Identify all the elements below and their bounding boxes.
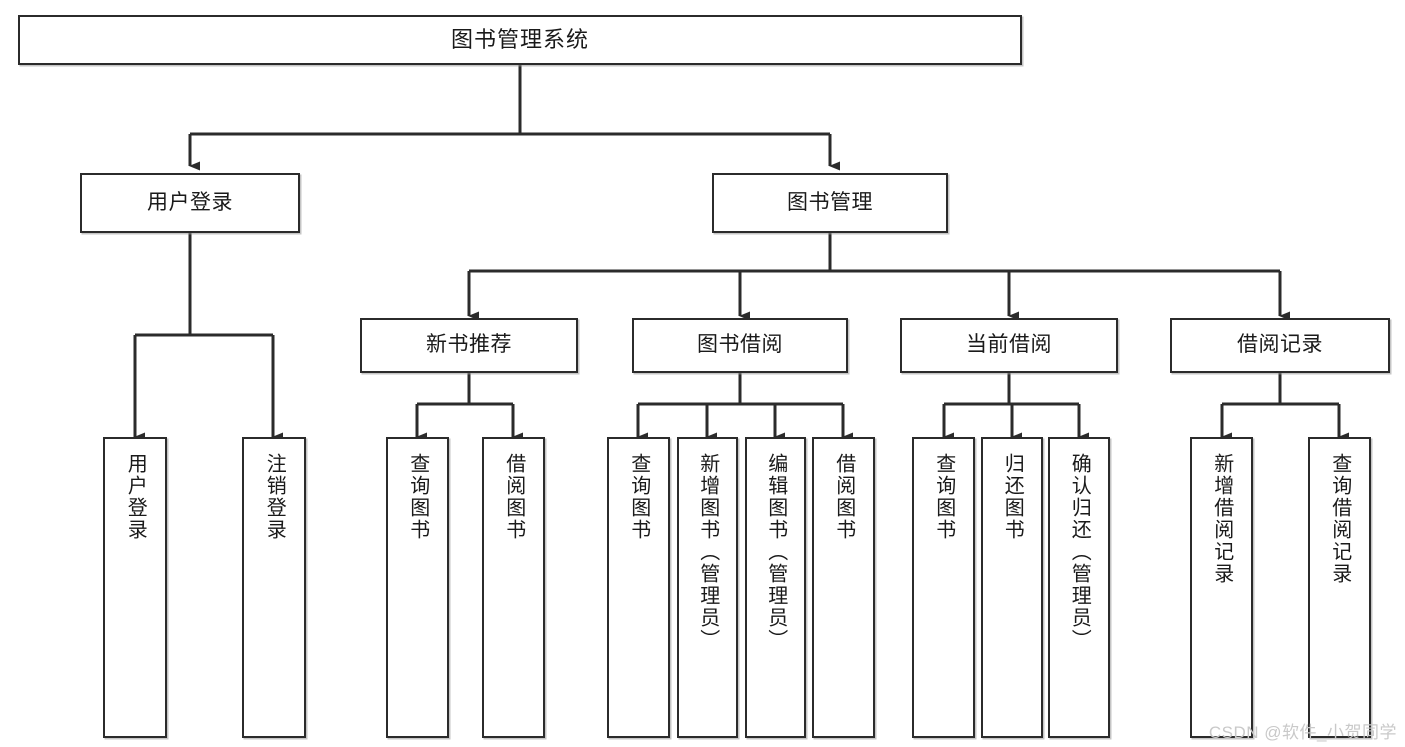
node-confirm-return-label: 确认归还（管理员） — [1068, 453, 1091, 651]
node-root[interactable]: 图书管理系统 — [18, 15, 1022, 65]
node-borrow-record[interactable]: 借阅记录 — [1170, 318, 1390, 373]
node-root-label: 图书管理系统 — [450, 27, 589, 53]
node-query-borrow-record[interactable]: 查询借阅记录 — [1308, 437, 1371, 738]
node-borrow-record-label: 借阅记录 — [1237, 333, 1323, 357]
node-borrow-book-1-label: 借阅图书 — [502, 453, 525, 541]
node-query-book-3[interactable]: 查询图书 — [912, 437, 975, 738]
node-book-borrow-label: 图书借阅 — [697, 333, 783, 357]
node-return-book[interactable]: 归还图书 — [981, 437, 1043, 738]
node-book-borrow[interactable]: 图书借阅 — [632, 318, 848, 373]
node-current-borrow[interactable]: 当前借阅 — [900, 318, 1118, 373]
node-query-borrow-record-label: 查询借阅记录 — [1328, 453, 1351, 585]
node-query-book-3-label: 查询图书 — [932, 453, 955, 541]
watermark: CSDN @软件_小贺同学 — [1208, 723, 1397, 742]
node-user-login[interactable]: 用户登录 — [80, 173, 300, 233]
node-new-book-recommend-label: 新书推荐 — [426, 333, 512, 357]
node-return-book-label: 归还图书 — [1001, 453, 1024, 541]
node-borrow-book-2-label: 借阅图书 — [832, 453, 855, 541]
node-query-book-2-label: 查询图书 — [627, 453, 650, 541]
node-query-book-2[interactable]: 查询图书 — [607, 437, 670, 738]
node-query-book-1-label: 查询图书 — [406, 453, 429, 541]
node-add-book[interactable]: 新增图书（管理员） — [677, 437, 738, 738]
node-add-borrow-record[interactable]: 新增借阅记录 — [1190, 437, 1253, 738]
node-confirm-return[interactable]: 确认归还（管理员） — [1048, 437, 1110, 738]
node-do-logout-label: 注销登录 — [263, 453, 286, 541]
node-add-book-label: 新增图书（管理员） — [696, 453, 719, 651]
node-current-borrow-label: 当前借阅 — [966, 333, 1052, 357]
node-do-logout[interactable]: 注销登录 — [242, 437, 306, 738]
node-do-login-label: 用户登录 — [124, 453, 147, 541]
node-book-manage-label: 图书管理 — [787, 190, 873, 214]
node-edit-book-label: 编辑图书（管理员） — [764, 453, 787, 651]
node-edit-book[interactable]: 编辑图书（管理员） — [745, 437, 806, 738]
node-book-manage[interactable]: 图书管理 — [712, 173, 948, 233]
node-new-book-recommend[interactable]: 新书推荐 — [360, 318, 578, 373]
node-query-book-1[interactable]: 查询图书 — [386, 437, 449, 738]
node-do-login[interactable]: 用户登录 — [103, 437, 167, 738]
node-borrow-book-1[interactable]: 借阅图书 — [482, 437, 545, 738]
node-user-login-label: 用户登录 — [147, 190, 233, 214]
node-borrow-book-2[interactable]: 借阅图书 — [812, 437, 875, 738]
node-add-borrow-record-label: 新增借阅记录 — [1210, 453, 1233, 585]
